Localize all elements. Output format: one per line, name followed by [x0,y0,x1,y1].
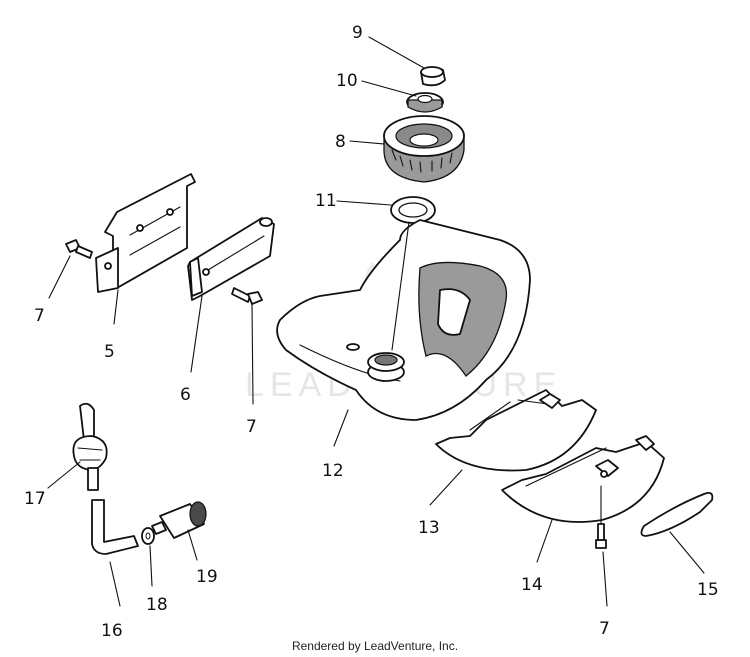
callout-15: 15 [697,580,719,600]
part-filter-19[interactable] [151,501,207,539]
part-screw-7a[interactable] [65,239,93,259]
callout-5: 5 [104,342,115,362]
part-gasket-11[interactable] [390,196,436,224]
part-shield-14[interactable] [501,435,665,523]
part-cover-13[interactable] [435,389,597,472]
part-cap-9[interactable] [420,66,446,87]
callout-19: 19 [196,567,218,587]
callout-7a: 7 [34,306,45,326]
callout-13: 13 [418,518,440,538]
callout-14: 14 [521,575,543,595]
footer-credit: Rendered by LeadVenture, Inc. [291,639,459,653]
callout-labels: 9 10 8 11 7 5 6 7 12 13 14 15 7 17 16 18… [24,23,719,641]
part-screw-7b[interactable] [231,287,263,305]
callout-12: 12 [322,461,344,481]
part-pad-15[interactable] [640,491,714,537]
callout-17: 17 [24,489,46,509]
callout-11: 11 [315,191,337,211]
part-screw-7c[interactable] [595,523,607,549]
callout-10: 10 [336,71,358,91]
callout-7b: 7 [246,417,257,437]
callout-18: 18 [146,595,168,615]
part-primer-17[interactable] [72,402,108,491]
part-gear-10[interactable] [406,92,444,113]
callout-9: 9 [352,23,363,43]
part-gear-8[interactable] [383,115,465,183]
callout-16: 16 [101,621,123,641]
callout-7c: 7 [599,619,610,639]
leader-lines [47,36,705,607]
callout-6: 6 [180,385,191,405]
part-fuel-line-16[interactable] [91,499,139,555]
part-washer-18[interactable] [141,527,155,545]
part-fuel-tank-12[interactable] [276,219,531,421]
part-bracket-5[interactable] [95,173,196,293]
callout-8: 8 [335,132,346,152]
part-bracket-6[interactable] [187,217,275,301]
